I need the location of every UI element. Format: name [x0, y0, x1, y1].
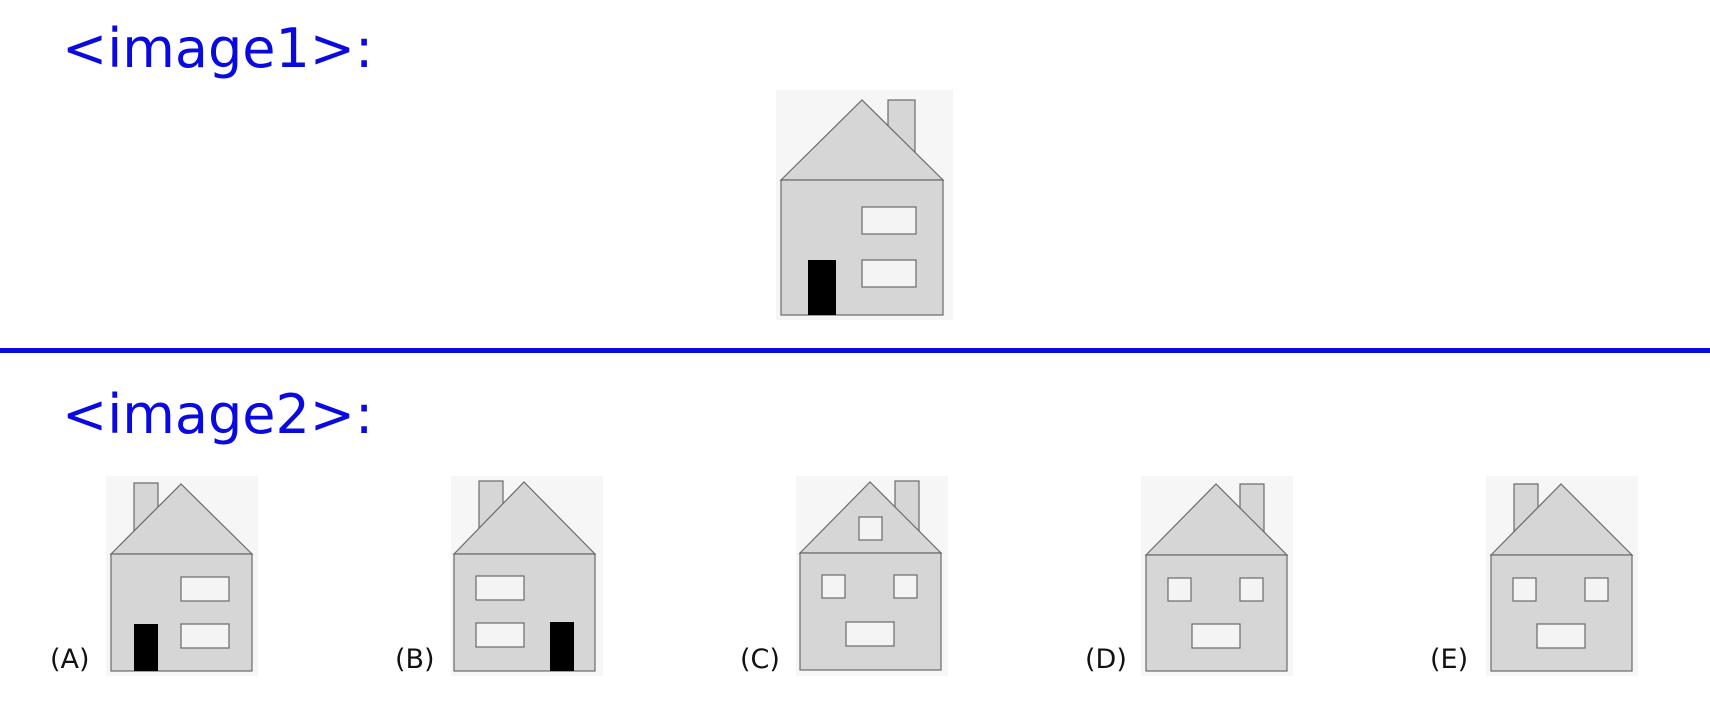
window-lower: [180, 623, 230, 649]
house-body: [110, 553, 253, 672]
option-c-letter: (C): [740, 644, 780, 675]
option-d-letter: (D): [1085, 644, 1127, 675]
reference-house: [776, 90, 953, 320]
window-left: [1512, 577, 1537, 602]
option-e-house: [1486, 476, 1638, 676]
option-e-letter: (E): [1430, 644, 1469, 675]
window-bottom: [1191, 623, 1241, 649]
window-right: [893, 574, 918, 599]
roof-window: [858, 516, 883, 541]
house-body: [1490, 554, 1633, 672]
option-d-house: [1141, 476, 1293, 676]
house-body: [1145, 554, 1288, 672]
window-left: [821, 574, 846, 599]
house-body: [780, 179, 944, 316]
option-c-house: [796, 476, 948, 676]
window-right: [1584, 577, 1609, 602]
option-a-letter: (A): [50, 644, 90, 675]
window-upper: [861, 206, 917, 235]
image2-label: <image2>:: [62, 383, 374, 446]
window-upper: [475, 575, 525, 601]
option-a-house: [106, 476, 258, 676]
window-bottom: [845, 621, 895, 647]
door: [550, 622, 574, 671]
image1-label: <image1>:: [62, 17, 374, 80]
window-upper: [180, 576, 230, 602]
window-lower: [475, 622, 525, 648]
option-b-letter: (B): [395, 644, 435, 675]
door: [134, 624, 158, 671]
option-b-house: [451, 476, 603, 676]
house-body: [799, 552, 942, 671]
section-divider: [0, 348, 1710, 353]
window-lower: [861, 259, 917, 288]
window-right: [1239, 577, 1264, 602]
door: [808, 260, 836, 315]
window-bottom: [1536, 623, 1586, 649]
window-left: [1167, 577, 1192, 602]
